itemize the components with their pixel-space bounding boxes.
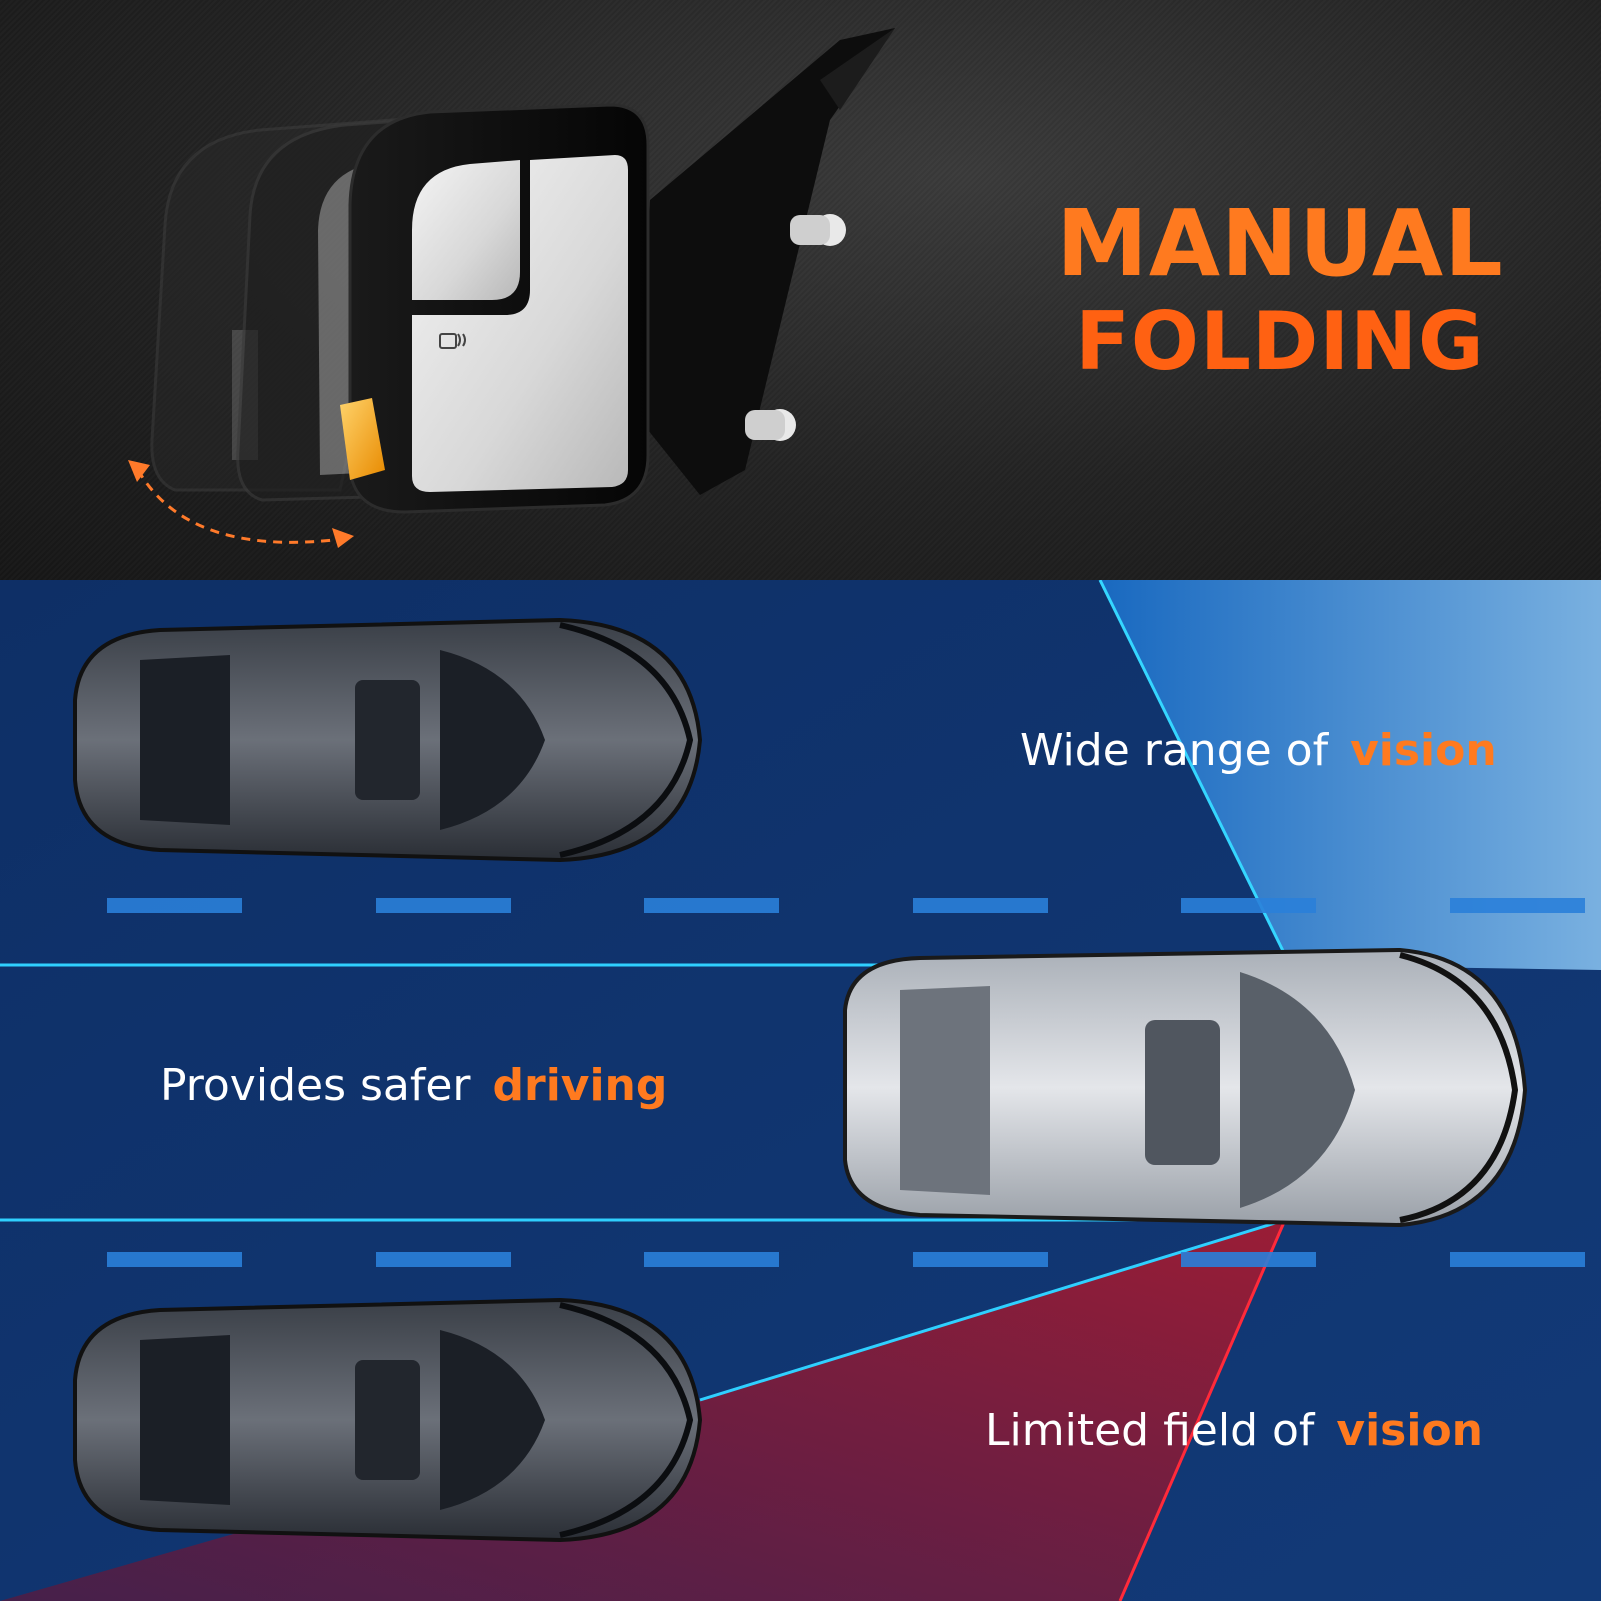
caption-safer-highlight: driving (492, 1060, 668, 1111)
headline-line-1: MANUAL (1056, 190, 1504, 297)
caption-wide-highlight: vision (1350, 725, 1497, 776)
heated-mirror-icon (439, 333, 466, 349)
caption-safer-driving: Provides safer driving (160, 1060, 667, 1111)
caption-wide-text: Wide range of (1020, 725, 1329, 776)
curved-arrow-icon (128, 460, 354, 548)
caption-safer-text: Provides safer (160, 1060, 471, 1111)
headline-line-2: FOLDING (1075, 295, 1485, 388)
mirror-showcase-panel: MANUAL FOLDING (0, 0, 1601, 580)
vision-comparison-panel: Wide range of vision Provides safer drivin… (0, 580, 1601, 1601)
turn-signal-icon (340, 398, 385, 480)
road-scene (0, 580, 1601, 1601)
mount-arm (640, 28, 895, 495)
caption-limited-highlight: vision (1336, 1405, 1483, 1456)
car-middle-right (843, 947, 1528, 1228)
car-top-left (73, 617, 703, 863)
lane-markings-lower (107, 1252, 1585, 1267)
mirror-main (340, 103, 650, 514)
feature-headline: MANUAL FOLDING (1030, 195, 1530, 391)
car-bottom-left (73, 1297, 703, 1543)
wide-vision-beam (1100, 580, 1601, 970)
caption-wide-vision: Wide range of vision (1020, 725, 1497, 776)
folding-mirror-illustration (128, 28, 895, 548)
lane-markings-upper (107, 898, 1585, 913)
caption-limited-text: Limited field of (985, 1405, 1315, 1456)
limited-vision-beam (0, 1220, 1285, 1601)
caption-limited-vision: Limited field of vision (985, 1405, 1483, 1456)
